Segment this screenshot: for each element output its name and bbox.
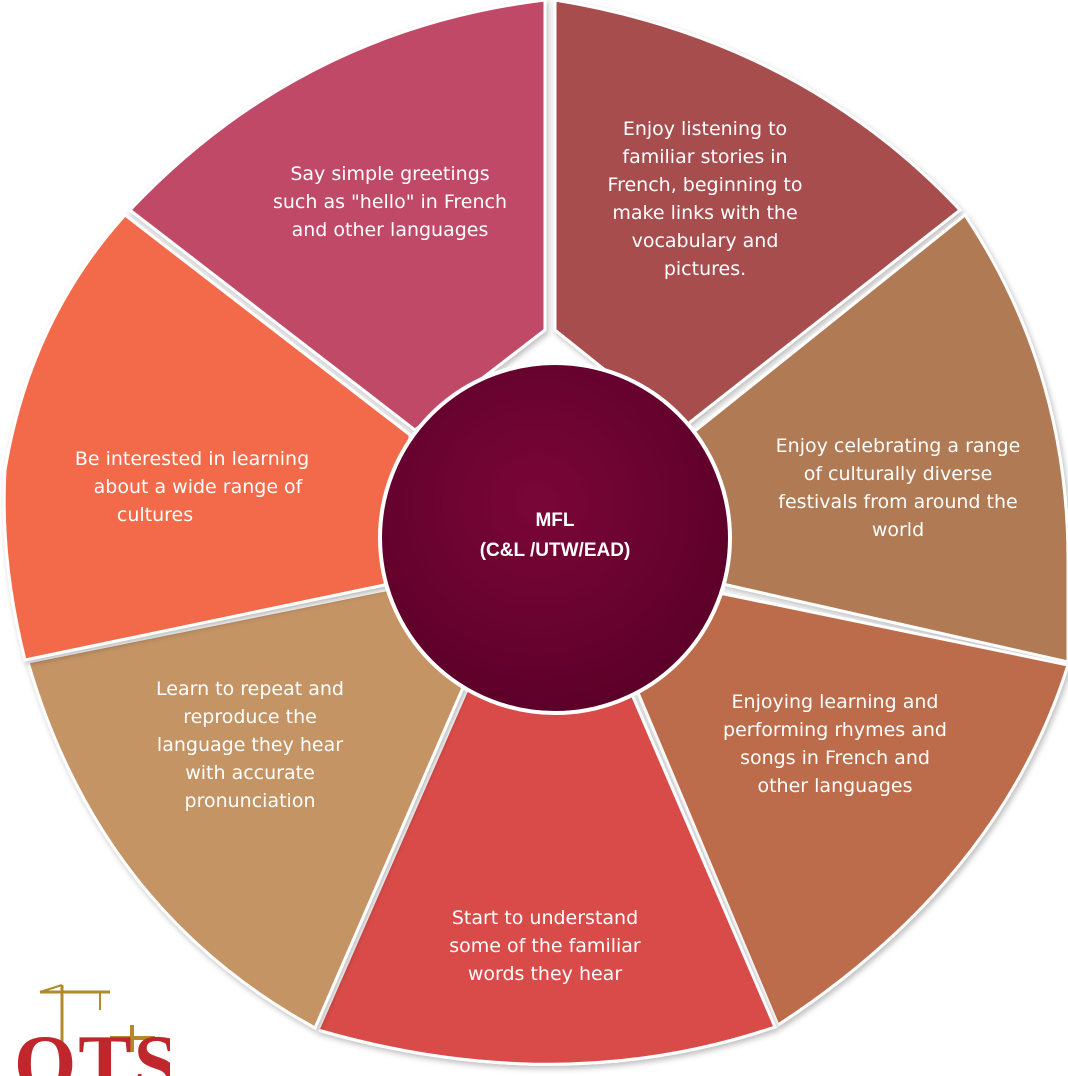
segment-label-festivals: Enjoy celebrating a range of culturally … <box>776 435 1021 541</box>
segment-label-line: and other languages <box>292 219 489 241</box>
segment-pronunciation-shape <box>26 583 477 1031</box>
segment-words <box>315 653 778 1066</box>
center-circle <box>378 361 732 715</box>
segment-label-line: such as "hello" in French <box>273 191 507 213</box>
center-hub: MFL (C&L /UTW/EAD) <box>378 361 732 715</box>
school-logo: OTS <box>14 984 170 1076</box>
segment-words-shape <box>315 653 778 1066</box>
segment-label-line: Enjoying learning and <box>732 691 939 713</box>
center-title: MFL <box>535 510 574 531</box>
segment-label-line: make links with the <box>612 202 797 224</box>
logo-text: OTS <box>14 1020 170 1076</box>
segment-cultures <box>2 212 412 662</box>
segment-pronunciation <box>26 583 477 1031</box>
segment-rhymes <box>618 588 1068 1028</box>
segment-label-rhymes: Enjoying learning and performing rhymes … <box>723 691 947 797</box>
segment-label-line: performing rhymes and <box>723 719 947 741</box>
segment-label-line: reproduce the <box>183 706 317 728</box>
segment-label-line: pictures. <box>664 258 746 280</box>
segment-label-line: Learn to repeat and <box>156 678 344 700</box>
segment-label-pronunciation: Learn to repeat and reproduce the langua… <box>156 678 344 812</box>
logo-letters: OTS <box>14 1020 170 1076</box>
segment-label-line: Be interested in learning <box>75 448 309 470</box>
segment-label-line: songs in French and <box>740 747 930 769</box>
segment-label-line: Say simple greetings <box>290 163 489 185</box>
segment-cultures-shape <box>2 212 412 662</box>
segment-label-line: familiar stories in <box>622 146 787 168</box>
segment-greetings <box>127 0 547 432</box>
segment-label-line: other languages <box>757 775 912 797</box>
crane-logo-icon <box>39 984 155 1060</box>
segment-label-line: Enjoy celebrating a range <box>776 435 1021 457</box>
segment-label-words: Start to understand some of the familiar… <box>449 907 641 985</box>
segment-label-line: vocabulary and <box>632 230 779 252</box>
segment-rhymes-shape <box>618 588 1068 1028</box>
segment-label-line: Enjoy listening to <box>623 118 787 140</box>
segment-label-line: pronunciation <box>185 790 316 812</box>
segment-label-line: words they hear <box>468 963 622 985</box>
center-subtitle: (C&L /UTW/EAD) <box>480 540 631 561</box>
segment-label-line: of culturally diverse <box>804 463 993 485</box>
segment-label-line: world <box>872 519 924 541</box>
segment-label-line: about a wide range of <box>94 476 304 498</box>
segment-label-line: cultures <box>117 504 193 526</box>
segment-label-greetings: Say simple greetings such as "hello" in … <box>273 163 507 241</box>
segment-stories-shape <box>553 0 963 432</box>
segment-label-cultures: Be interested in learning about a wide r… <box>75 448 309 526</box>
segment-label-line: with accurate <box>185 762 315 784</box>
segment-label-stories: Enjoy listening to familiar stories in F… <box>608 118 803 280</box>
segment-stories <box>553 0 963 432</box>
segment-label-line: French, beginning to <box>608 174 803 196</box>
segment-label-line: Start to understand <box>452 907 638 929</box>
segment-label-line: festivals from around the <box>778 491 1017 513</box>
segment-label-line: language they hear <box>157 734 343 756</box>
segment-greetings-shape <box>127 0 547 432</box>
segment-label-line: some of the familiar <box>449 935 641 957</box>
